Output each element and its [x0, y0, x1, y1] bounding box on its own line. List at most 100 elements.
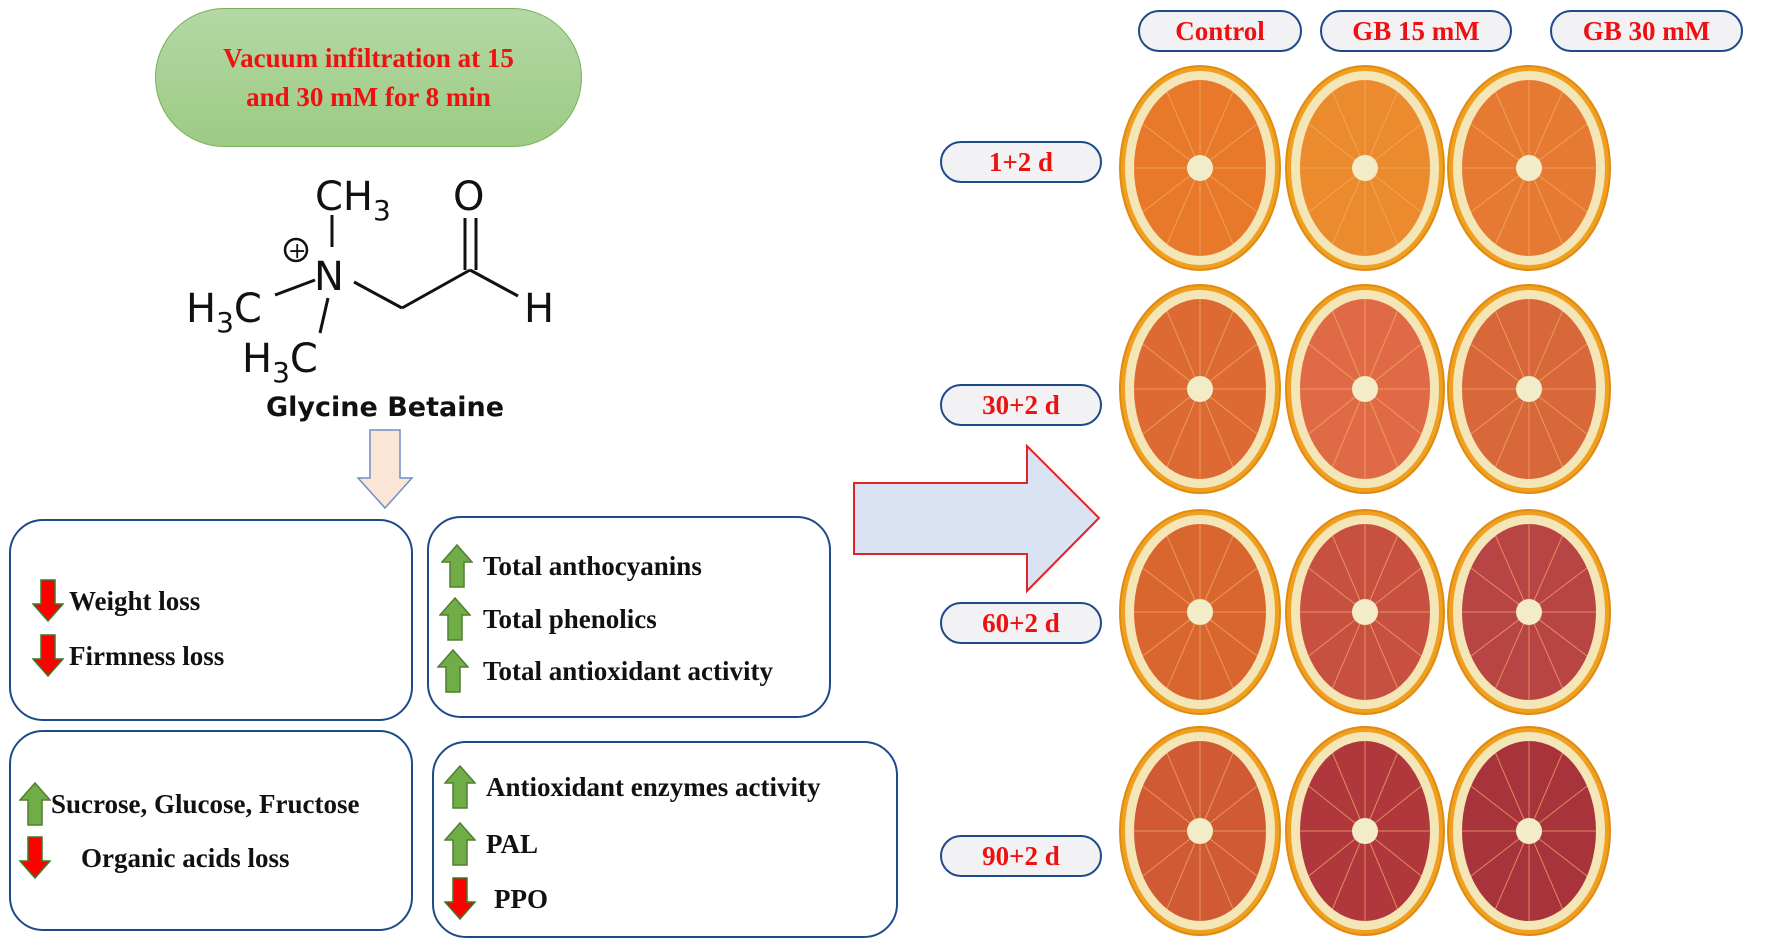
- red-down-arrow-icon: [444, 877, 476, 921]
- orange-segment-line: [1528, 167, 1563, 245]
- orange-core: [1516, 599, 1542, 625]
- effect-row: Sucrose, Glucose, Fructose: [19, 782, 359, 826]
- column-header-control: Control: [1138, 10, 1302, 52]
- orange-segment-line: [1528, 535, 1563, 613]
- orange-segment-line: [1199, 91, 1234, 169]
- effect-label: Sucrose, Glucose, Fructose: [51, 788, 360, 819]
- bond-ch2-c: [401, 268, 471, 310]
- orange-segment-line: [1332, 535, 1366, 613]
- effect-label: Antioxidant enzymes activity: [486, 771, 821, 802]
- orange-segment-line: [1364, 388, 1398, 468]
- orange-slice-photo: [1285, 284, 1445, 494]
- bonds: [274, 215, 519, 334]
- orange-segment-line: [1332, 167, 1366, 245]
- orange-segment-line: [1495, 388, 1530, 468]
- orange-core: [1187, 376, 1213, 402]
- row-label-day-90: 90+2 d: [940, 835, 1102, 877]
- glycine-betaine-structure: CH3 + N H3C H3C O H: [186, 174, 554, 389]
- orange-slice-photo: [1447, 284, 1611, 494]
- column-header-gb-30: GB 30 mM: [1550, 10, 1743, 52]
- effect-row: Total phenolics: [439, 597, 657, 641]
- orange-segment-line: [1364, 535, 1398, 613]
- orange-segment-line: [1199, 167, 1234, 245]
- orange-segment-line: [1364, 91, 1398, 169]
- orange-core: [1352, 376, 1378, 402]
- orange-segment-line: [1166, 310, 1201, 390]
- effect-row: PAL: [444, 822, 538, 866]
- red-down-arrow-icon: [32, 634, 64, 678]
- orange-segment-line: [1364, 310, 1398, 390]
- bond-n-ch3-lower: [318, 297, 330, 334]
- orange-core: [1187, 155, 1213, 181]
- row-label-day-1: 1+2 d: [940, 141, 1102, 183]
- orange-slice-photo: [1285, 65, 1445, 271]
- effect-label: PAL: [486, 828, 538, 859]
- orange-segment-line: [1528, 388, 1563, 468]
- orange-slice-photo: [1447, 726, 1611, 936]
- orange-slice-photo: [1447, 509, 1611, 715]
- orange-segment-line: [1166, 752, 1201, 832]
- red-down-arrow-icon: [19, 836, 51, 880]
- orange-slice-photo: [1119, 65, 1281, 271]
- orange-core: [1352, 818, 1378, 844]
- orange-segment-line: [1166, 91, 1201, 169]
- treatment-line-2: and 30 mM for 8 min: [246, 81, 491, 112]
- green-up-arrow-icon: [439, 597, 471, 641]
- effect-row: Weight loss: [32, 579, 200, 623]
- orange-core: [1516, 155, 1542, 181]
- effect-label: Total antioxidant activity: [483, 655, 774, 686]
- atom-o: O: [453, 174, 484, 220]
- orange-core: [1516, 818, 1542, 844]
- orange-segment-line: [1332, 91, 1366, 169]
- orange-slice-photo: [1119, 284, 1281, 494]
- orange-core: [1187, 818, 1213, 844]
- orange-segment-line: [1528, 752, 1563, 832]
- orange-segment-line: [1166, 388, 1201, 468]
- orange-segment-line: [1528, 830, 1563, 910]
- effect-label: Total phenolics: [483, 603, 657, 634]
- orange-segment-line: [1495, 752, 1530, 832]
- green-up-arrow-icon: [444, 765, 476, 809]
- atom-h: H: [524, 286, 554, 332]
- orange-segment-line: [1332, 310, 1366, 390]
- green-up-arrow-icon: [437, 649, 469, 693]
- effect-row: Antioxidant enzymes activity: [444, 765, 820, 809]
- orange-segment-line: [1199, 830, 1234, 910]
- orange-segment-line: [1495, 310, 1530, 390]
- orange-segment-line: [1199, 535, 1234, 613]
- effect-label: PPO: [494, 883, 548, 914]
- positive-charge-icon: [283, 237, 309, 263]
- orange-slice-photo: [1285, 726, 1445, 936]
- effects-box-bioactives: Total anthocyanins Total phenolics Total…: [427, 516, 831, 718]
- orange-slice-photo: [1119, 509, 1281, 715]
- orange-segment-line: [1364, 752, 1398, 832]
- orange-segment-line: [1199, 388, 1234, 468]
- effect-label: Total anthocyanins: [483, 550, 702, 581]
- effect-row: Total anthocyanins: [441, 544, 702, 588]
- row-label-day-60: 60+2 d: [940, 602, 1102, 644]
- atom-h3c-lower: H3C: [242, 336, 318, 389]
- orange-core: [1516, 376, 1542, 402]
- flow-down-arrow-icon: [356, 429, 414, 510]
- atom-h3c-left: H3C: [186, 286, 262, 339]
- orange-core: [1187, 599, 1213, 625]
- orange-segment-line: [1364, 830, 1398, 910]
- effect-row: Firmness loss: [32, 634, 224, 678]
- orange-segment-line: [1528, 91, 1563, 169]
- orange-segment-line: [1332, 830, 1366, 910]
- green-up-arrow-icon: [19, 782, 51, 826]
- orange-segment-line: [1199, 752, 1234, 832]
- orange-segment-line: [1495, 611, 1530, 689]
- orange-slice-photo: [1119, 726, 1281, 936]
- orange-segment-line: [1528, 611, 1563, 689]
- atom-ch3-top: CH3: [315, 174, 391, 227]
- bond-c-h: [469, 268, 519, 298]
- red-down-arrow-icon: [32, 579, 64, 623]
- effect-label: Weight loss: [69, 585, 201, 616]
- effect-row: Organic acids loss: [19, 836, 290, 880]
- orange-core: [1352, 155, 1378, 181]
- row-label-day-30: 30+2 d: [940, 384, 1102, 426]
- result-arrow-icon: [853, 444, 1101, 594]
- orange-segment-line: [1332, 388, 1366, 468]
- orange-segment-line: [1364, 167, 1398, 245]
